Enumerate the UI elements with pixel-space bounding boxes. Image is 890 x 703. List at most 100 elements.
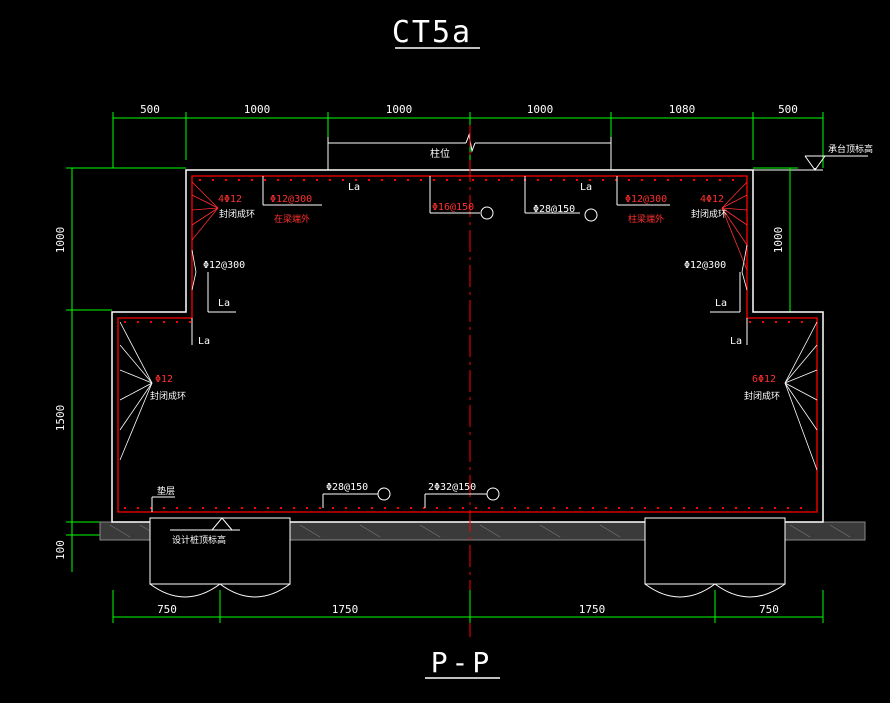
rebar-dot <box>800 507 802 509</box>
rebar-right-step-tie: Φ12@300 <box>684 260 726 271</box>
bottom-leaders <box>151 493 487 512</box>
rebar-dot <box>290 179 292 181</box>
bottom-dim-4: 750 <box>759 603 779 616</box>
step-fan-right <box>741 244 748 291</box>
rebar-dot <box>264 179 266 181</box>
la-top-left: La <box>348 182 360 193</box>
rebar-dot <box>722 507 724 509</box>
rebar-left-top-ring-note: 封闭成环 <box>219 208 255 220</box>
anchor-leaders <box>191 176 748 345</box>
rebar-dot <box>576 179 578 181</box>
top-dim-4: 1000 <box>527 103 554 116</box>
rebar-dot <box>306 507 308 509</box>
rebar-bottom-bar-1: Φ28@150 <box>326 482 368 493</box>
column-position-marker <box>327 133 612 170</box>
rebar-dot <box>498 179 500 181</box>
rebar-left-top-ring: 4Φ12 <box>218 194 242 205</box>
top-dim-1: 500 <box>140 103 160 116</box>
rebar-dot <box>124 507 126 509</box>
rebar-dot <box>163 321 165 323</box>
left-dim-2: 1500 <box>54 405 67 432</box>
rebar-dot <box>774 507 776 509</box>
rebar-dot <box>680 179 682 181</box>
rebar-dot <box>683 507 685 509</box>
rebar-dot <box>394 179 396 181</box>
rebar-dot <box>605 507 607 509</box>
ring-fan-left-side <box>119 321 153 461</box>
rebar-dot <box>657 507 659 509</box>
rebar-dot <box>189 507 191 509</box>
la-step-left-2: La <box>198 336 210 347</box>
rebar-dot <box>267 507 269 509</box>
bottom-dim-2: 1750 <box>332 603 359 616</box>
rebar-dot <box>748 507 750 509</box>
rebar-left-side-ring-note: 封闭成环 <box>150 390 186 402</box>
rebar-dot <box>407 179 409 181</box>
rebar-dot <box>254 507 256 509</box>
rebar-dot <box>277 179 279 181</box>
rebar-dot <box>293 507 295 509</box>
section-label: P-P <box>431 646 494 679</box>
rebar-dot <box>801 321 803 323</box>
rebar-dot <box>345 507 347 509</box>
rebar-dot <box>641 179 643 181</box>
pile-top-elevation-marker <box>170 517 240 531</box>
rebar-dot <box>719 179 721 181</box>
rebar-dot <box>124 321 126 323</box>
rebar-dot <box>202 507 204 509</box>
ring-fan-right-side <box>784 321 818 471</box>
rebar-dot <box>241 507 243 509</box>
rebar-dot <box>618 507 620 509</box>
rebar-dot <box>176 507 178 509</box>
ring-fan-left-top <box>191 181 219 241</box>
rebar-dot <box>423 507 425 509</box>
rebar-dot <box>371 507 373 509</box>
ring-fan-right-top <box>721 181 748 271</box>
la-step-right: La <box>715 298 727 309</box>
rebar-dot <box>644 507 646 509</box>
rebar-left-step-tie: Φ12@300 <box>203 260 245 271</box>
bottom-dim-3: 1750 <box>579 603 606 616</box>
rebar-dot <box>563 179 565 181</box>
rebar-dot <box>592 507 594 509</box>
rebar-dot <box>212 179 214 181</box>
right-dim-1: 1000 <box>772 227 785 254</box>
rebar-dot <box>788 321 790 323</box>
rebar-dot <box>225 179 227 181</box>
top-dim-2: 1000 <box>244 103 271 116</box>
rebar-dot <box>527 507 529 509</box>
rebar-top-bar-1: Φ16@150 <box>432 202 474 213</box>
rebar-dot <box>215 507 217 509</box>
rebar-dot <box>316 179 318 181</box>
rebar-dot <box>137 321 139 323</box>
rebar-dot <box>654 179 656 181</box>
rebar-right-top-ring: 4Φ12 <box>700 194 724 205</box>
rebar-dot <box>553 507 555 509</box>
rebar-dot <box>749 321 751 323</box>
rebar-dot <box>602 179 604 181</box>
rebar-dot <box>488 507 490 509</box>
rebar-left-tie: Φ12@300 <box>270 194 312 205</box>
pile-left <box>149 517 291 598</box>
rebar-dot <box>137 507 139 509</box>
bar-mark-top-1 <box>480 206 494 220</box>
rebar-cage <box>117 175 818 513</box>
left-dim-1: 1000 <box>54 227 67 254</box>
column-label: 柱位 <box>430 147 450 160</box>
rebar-bottom-bar-2: 2Φ32@150 <box>428 482 476 493</box>
rebar-dot <box>693 179 695 181</box>
left-dim-3: 100 <box>54 540 67 560</box>
rebar-right-top-ring-note: 封闭成环 <box>691 208 727 220</box>
rebar-dot <box>462 507 464 509</box>
rebar-dot <box>566 507 568 509</box>
rebar-dot <box>368 179 370 181</box>
rebar-dots <box>124 179 803 509</box>
rebar-dot <box>514 507 516 509</box>
rebar-dot <box>615 179 617 181</box>
rebar-dot <box>410 507 412 509</box>
rebar-dot <box>537 179 539 181</box>
top-dim-5: 1080 <box>669 103 696 116</box>
rebar-dot <box>381 179 383 181</box>
